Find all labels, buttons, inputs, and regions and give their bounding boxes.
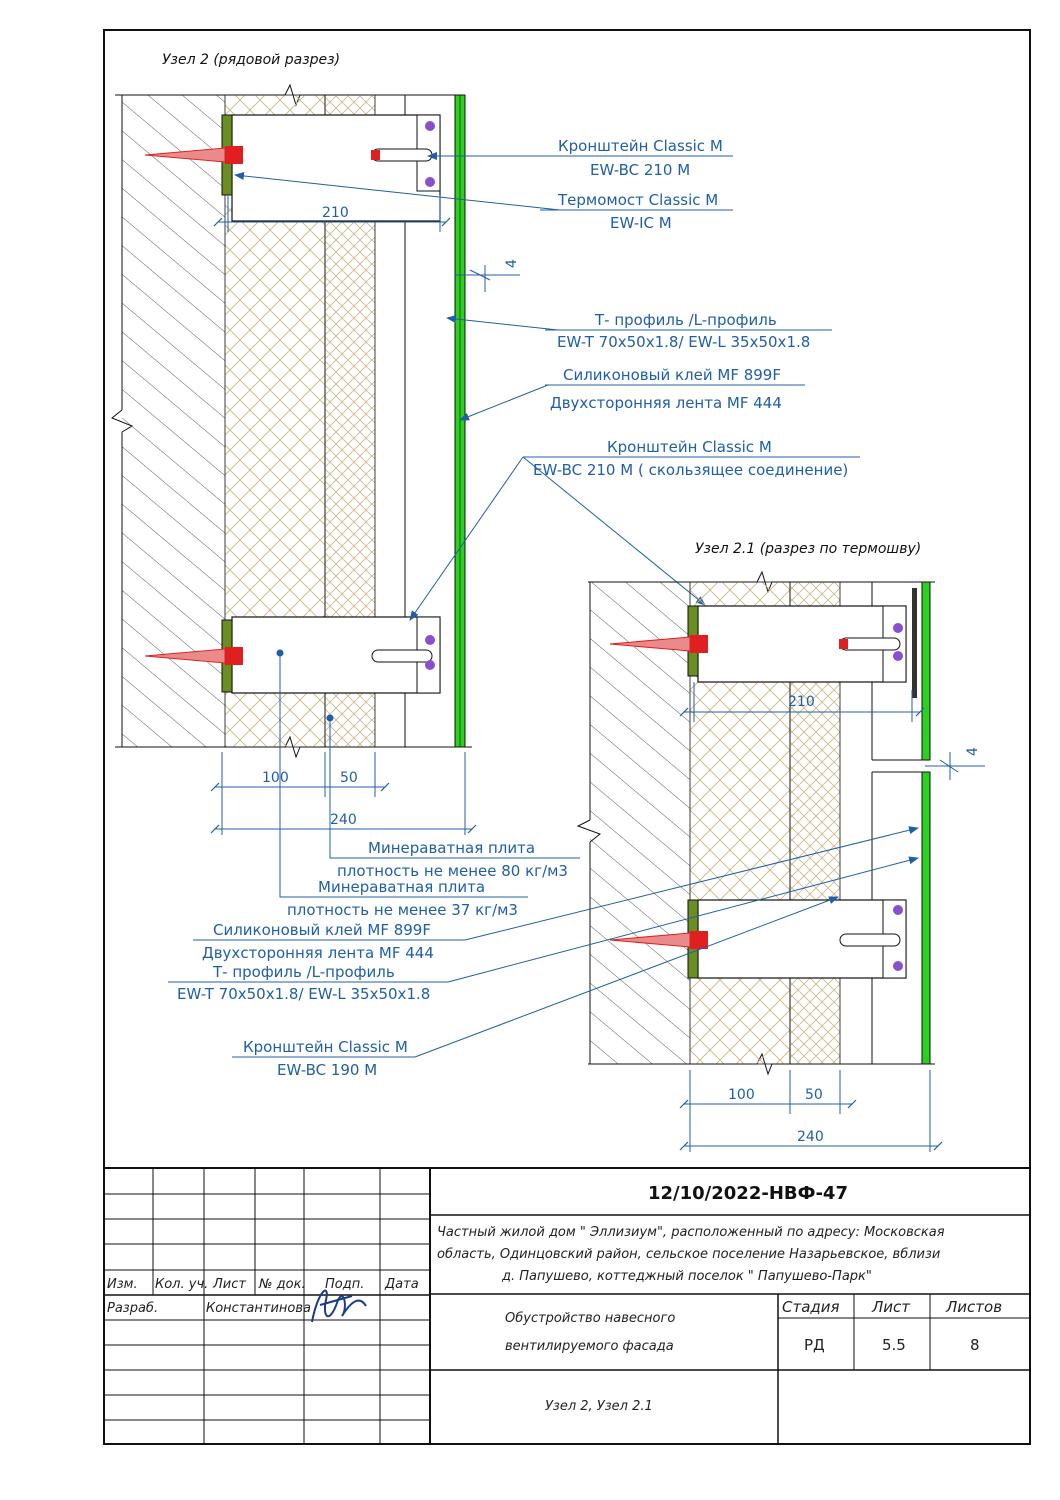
callout-bracket-a-l2: EW-BC 210 M	[590, 161, 690, 179]
dim-50-node21: 50	[805, 1087, 823, 1103]
dim-50-node2: 50	[340, 770, 358, 786]
dim-210-node21: 210	[788, 694, 815, 710]
callout-wool37-l2: плотность не менее 37 кг/м3	[287, 901, 518, 919]
callout-glue-a-l2: Двухсторонняя лента MF 444	[550, 394, 782, 412]
dim-240-node21: 240	[797, 1129, 824, 1145]
header-sheets: Листов	[945, 1298, 1002, 1316]
dim-100-node21: 100	[728, 1087, 755, 1103]
role-developer: Разраб.	[107, 1301, 158, 1316]
callout-bracket-a-l1: Кронштейн Classic M	[558, 137, 723, 155]
node2-title: Узел 2 (рядовой разрез)	[162, 52, 340, 68]
dim-4-node21: 4	[965, 747, 981, 756]
project-line-1: Обустройство навесного	[505, 1311, 675, 1326]
sheet-frame	[103, 29, 1031, 1445]
node21-dimensions: 210 4 100 50 240	[679, 682, 985, 1152]
col-kol: Кол. уч.	[155, 1277, 208, 1292]
callout-bracket-b-l2: EW-BC 210 M ( скользящее соединение)	[533, 461, 848, 479]
lower-callouts: Минераватная плита плотность не менее 80…	[168, 649, 919, 1079]
callout-bracket-b-l1: Кронштейн Classic M	[607, 438, 772, 456]
node21-drawing	[576, 570, 935, 1076]
developer-name: Константинова	[206, 1301, 311, 1316]
header-stage: Стадия	[782, 1298, 840, 1316]
node2-drawing	[111, 83, 472, 759]
col-data: Дата	[384, 1277, 419, 1292]
callout-wool80-l2: плотность не менее 80 кг/м3	[337, 862, 568, 880]
sheet-value: 5.5	[882, 1336, 906, 1354]
col-list: Лист	[212, 1277, 246, 1292]
callout-profile-a-l2: EW-T 70x50x1.8/ EW-L 35x50x1.8	[557, 333, 810, 351]
address-line-3: д. Папушево, коттеджный поселок " Папуше…	[501, 1269, 872, 1284]
col-podp: Подп.	[325, 1277, 364, 1292]
drawing-name: Узел 2, Узел 2.1	[545, 1399, 653, 1414]
address-line-2: область, Одинцовский район, сельское пос…	[437, 1247, 940, 1262]
document-code: 12/10/2022-НВФ-47	[648, 1183, 848, 1204]
callout-bracket-c-l1: Кронштейн Classic M	[243, 1038, 408, 1056]
callout-wool37-l1: Минераватная плита	[318, 878, 485, 896]
address-line-1: Частный жилой дом " Эллизиум", расположе…	[437, 1225, 945, 1240]
signature	[311, 1289, 367, 1323]
callout-profile-a-l1: Т- профиль /L-профиль	[594, 311, 777, 329]
title-block	[104, 1167, 1030, 1444]
dim-240-node2: 240	[330, 812, 357, 828]
callout-profile-b-l1: Т- профиль /L-профиль	[212, 963, 395, 981]
header-sheet: Лист	[871, 1298, 911, 1316]
project-line-2: вентилируемого фасада	[505, 1339, 674, 1354]
col-ndok: № док.	[258, 1277, 306, 1292]
callout-glue-b-l1: Силиконовый клей MF 899F	[213, 921, 431, 939]
dim-100-node2: 100	[262, 770, 289, 786]
col-izm: Изм.	[107, 1277, 138, 1292]
dim-210-node2: 210	[322, 205, 349, 221]
node2-callouts: Кронштейн Classic M EW-BC 210 M Термомос…	[234, 137, 860, 621]
callout-thermal-l1: Термомост Classic M	[557, 191, 718, 209]
callout-bracket-c-l2: EW-BC 190 M	[277, 1061, 377, 1079]
callout-profile-b-l2: EW-T 70x50x1.8/ EW-L 35x50x1.8	[177, 985, 430, 1003]
callout-glue-b-l2: Двухсторонняя лента MF 444	[202, 944, 434, 962]
callout-glue-a-l1: Силиконовый клей MF 899F	[563, 366, 781, 384]
callout-wool80-l1: Минераватная плита	[368, 839, 535, 857]
dim-4-node2: 4	[504, 259, 520, 268]
node2-dimensions: 210 4 100 50 240	[210, 195, 520, 835]
callout-thermal-l2: EW-IC M	[610, 214, 672, 232]
stage-value: РД	[804, 1336, 825, 1354]
node21-title: Узел 2.1 (разрез по термошву)	[695, 541, 921, 557]
sheets-value: 8	[970, 1336, 980, 1354]
